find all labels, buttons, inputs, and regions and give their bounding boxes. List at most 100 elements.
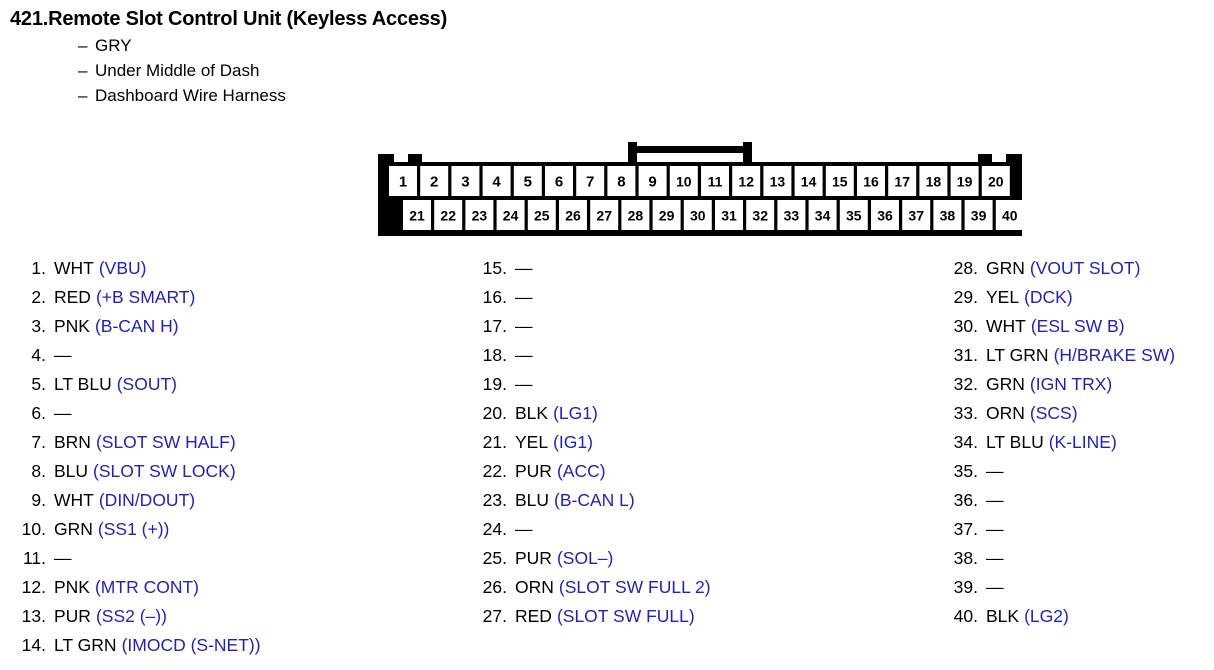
detail-label: GRY xyxy=(95,36,132,56)
connector-pin-10-label: 10 xyxy=(676,174,692,190)
pin-index: 2. xyxy=(12,287,54,308)
connector-pin-26-label: 26 xyxy=(565,208,581,224)
pin-signal-name: (SLOT SW HALF) xyxy=(91,432,236,453)
pin-row: 39.— xyxy=(944,577,1214,606)
pin-row: 15.— xyxy=(473,258,933,287)
connector-pin-34-label: 34 xyxy=(815,208,831,224)
connector-diagram: 1234567891011121314151617181920 21222324… xyxy=(375,140,1025,240)
pin-row: 12.PNK(MTR CONT) xyxy=(12,577,462,606)
pin-wire-color: — xyxy=(986,577,1004,598)
pin-row: 21.YEL(IG1) xyxy=(473,432,933,461)
pin-wire-color: ORN xyxy=(986,403,1025,424)
pin-index: 28. xyxy=(944,258,986,279)
pin-index: 7. xyxy=(12,432,54,453)
connector-pin-18-label: 18 xyxy=(926,174,942,190)
pin-signal-name: (B-CAN L) xyxy=(549,490,635,511)
pin-wire-color: PUR xyxy=(515,548,552,569)
pin-wire-color: — xyxy=(986,548,1004,569)
pin-wire-color: PNK xyxy=(54,577,90,598)
pin-row: 4.— xyxy=(12,345,462,374)
pin-index: 3. xyxy=(12,316,54,337)
pin-row: 5.LT BLU(SOUT) xyxy=(12,374,462,403)
connector-pin-33-label: 33 xyxy=(784,208,800,224)
pin-row: 28.GRN(VOUT SLOT) xyxy=(944,258,1214,287)
pin-signal-name: (B-CAN H) xyxy=(90,316,179,337)
pin-list-column-3: 28.GRN(VOUT SLOT)29.YEL(DCK)30.WHT(ESL S… xyxy=(944,258,1214,635)
pin-index: 36. xyxy=(944,490,986,511)
pin-index: 1. xyxy=(12,258,54,279)
pin-wire-color: LT BLU xyxy=(986,432,1044,453)
pin-wire-color: YEL xyxy=(515,432,548,453)
pin-index: 10. xyxy=(12,519,54,540)
pin-index: 17. xyxy=(473,316,515,337)
connector-pin-27-label: 27 xyxy=(596,208,612,224)
pin-index: 4. xyxy=(12,345,54,366)
connector-pin-29-label: 29 xyxy=(659,208,675,224)
connector-pin-11-label: 11 xyxy=(708,174,723,190)
pin-index: 35. xyxy=(944,461,986,482)
connector-pin-22-label: 22 xyxy=(440,208,456,224)
pin-row: 38.— xyxy=(944,548,1214,577)
pin-row: 1.WHT(VBU) xyxy=(12,258,462,287)
pin-wire-color: — xyxy=(515,345,533,366)
pin-signal-name: (SLOT SW FULL 2) xyxy=(554,577,711,598)
pin-wire-color: — xyxy=(515,258,533,279)
connector-pin-5-label: 5 xyxy=(524,174,532,191)
pin-index: 16. xyxy=(473,287,515,308)
pin-wire-color: LT BLU xyxy=(54,374,112,395)
pin-row: 26.ORN(SLOT SW FULL 2) xyxy=(473,577,933,606)
pin-wire-color: — xyxy=(54,403,72,424)
pin-row: 34.LT BLU(K-LINE) xyxy=(944,432,1214,461)
pin-row: 10.GRN(SS1 (+)) xyxy=(12,519,462,548)
latch-bar xyxy=(628,146,752,153)
pin-signal-name: (IG1) xyxy=(548,432,593,453)
pin-row: 18.— xyxy=(473,345,933,374)
connector-pin-25-label: 25 xyxy=(534,208,550,224)
pin-index: 26. xyxy=(473,577,515,598)
pin-index: 37. xyxy=(944,519,986,540)
pin-signal-name: (SOL–) xyxy=(552,548,613,569)
connector-pin-30-label: 30 xyxy=(690,208,706,224)
pin-wire-color: RED xyxy=(54,287,91,308)
pin-wire-color: PUR xyxy=(515,461,552,482)
pin-index: 18. xyxy=(473,345,515,366)
pin-signal-name: (+B SMART) xyxy=(91,287,195,308)
connector-pin-28-label: 28 xyxy=(628,208,644,224)
pin-row: 3.PNK(B-CAN H) xyxy=(12,316,462,345)
pin-wire-color: — xyxy=(986,519,1004,540)
pin-index: 6. xyxy=(12,403,54,424)
pin-row: 20.BLK(LG1) xyxy=(473,403,933,432)
pin-index: 39. xyxy=(944,577,986,598)
pin-wire-color: WHT xyxy=(986,316,1026,337)
pin-row: 35.— xyxy=(944,461,1214,490)
connector-svg: 1234567891011121314151617181920 21222324… xyxy=(375,140,1025,240)
pin-list-column-2: 15.—16.—17.—18.—19.—20.BLK(LG1)21.YEL(IG… xyxy=(473,258,933,635)
pin-wire-color: RED xyxy=(515,606,552,627)
pin-index: 12. xyxy=(12,577,54,598)
pin-index: 5. xyxy=(12,374,54,395)
pin-row: 37.— xyxy=(944,519,1214,548)
pin-index: 33. xyxy=(944,403,986,424)
pin-signal-name: (ACC) xyxy=(552,461,606,482)
header-detail-list: –GRY–Under Middle of Dash–Dashboard Wire… xyxy=(10,36,910,106)
connector-pin-40-label: 40 xyxy=(1002,208,1018,224)
connector-pin-32-label: 32 xyxy=(752,208,768,224)
pin-wire-color: WHT xyxy=(54,258,94,279)
pin-wire-color: PUR xyxy=(54,606,91,627)
pin-index: 9. xyxy=(12,490,54,511)
pin-signal-name: (IMOCD (S-NET)) xyxy=(117,635,261,656)
pin-row: 22.PUR(ACC) xyxy=(473,461,933,490)
pin-row: 32.GRN(IGN TRX) xyxy=(944,374,1214,403)
pin-index: 29. xyxy=(944,287,986,308)
pin-wire-color: GRN xyxy=(54,519,93,540)
pin-signal-name: (SLOT SW LOCK) xyxy=(88,461,236,482)
connector-pin-1-label: 1 xyxy=(399,174,407,191)
connector-pin-3-label: 3 xyxy=(461,174,469,191)
pin-wire-color: BLU xyxy=(54,461,88,482)
pin-index: 23. xyxy=(473,490,515,511)
pin-index: 13. xyxy=(12,606,54,627)
connector-pin-35-label: 35 xyxy=(846,208,862,224)
pin-index: 24. xyxy=(473,519,515,540)
header-detail-line: –GRY xyxy=(10,36,910,56)
pin-signal-name: (ESL SW B) xyxy=(1026,316,1125,337)
